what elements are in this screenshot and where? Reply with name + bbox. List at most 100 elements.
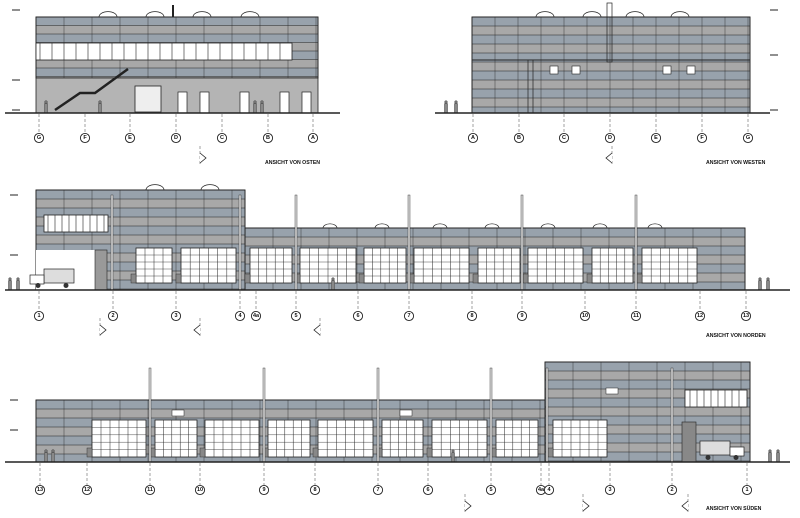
bollard: [426, 447, 433, 458]
grid-axis-label-6: 6: [356, 313, 359, 319]
grid-axis-bubble: [513, 132, 525, 144]
skylight-dome: [535, 11, 555, 18]
door: [177, 91, 188, 114]
downpipe: [407, 194, 411, 291]
person-head: [260, 100, 264, 104]
grid-axis-label-7: 7: [376, 487, 379, 493]
person-head: [98, 100, 102, 104]
person-body: [776, 452, 780, 463]
person-body: [260, 103, 264, 114]
grid-axis-bubble: [650, 132, 662, 144]
grid-axis-label-11: 11: [147, 487, 153, 493]
cladding-band: [36, 226, 245, 235]
person-body: [758, 280, 762, 291]
skylight-dome: [240, 11, 260, 18]
downpipe: [489, 367, 493, 463]
grid-axis-label-5: 5: [489, 487, 492, 493]
person-head: [766, 277, 770, 281]
garage-door: [381, 419, 424, 458]
grid-axis-bubble: [79, 132, 91, 144]
grid-axis-label-B: B: [266, 135, 270, 141]
skylight-dome: [432, 223, 448, 229]
cladding-band: [472, 107, 750, 113]
grid-axis-label-9: 9: [262, 487, 265, 493]
grid-axis-bubble: [34, 484, 46, 496]
grid-axis-label-A: A: [311, 135, 315, 141]
cladding-band: [545, 452, 750, 461]
grid-axis-label-3: 3: [608, 487, 611, 493]
downpipe: [376, 367, 380, 463]
grid-axis-label-4a: 4a: [253, 313, 260, 319]
grid-axis-label-E: E: [654, 135, 658, 141]
view-title: ANSICHT VON OSTEN: [265, 160, 320, 166]
grid-axis-bubble: [170, 310, 182, 322]
facade-wall: [471, 16, 751, 114]
cladding-band: [472, 53, 750, 62]
cladding-band: [36, 400, 546, 409]
grid-axis-label-D: D: [608, 135, 612, 141]
external-stair: [54, 67, 129, 112]
grid-axis-bubble: [543, 484, 555, 496]
grid-axis-bubble: [579, 310, 591, 322]
door: [301, 91, 312, 114]
cladding-band: [36, 34, 318, 43]
entrance-pier: [94, 249, 108, 291]
person-body: [444, 103, 448, 114]
grid-axis-label-C: C: [562, 135, 566, 141]
grid-axis-bubble: [33, 310, 45, 322]
grid-axis-bubble: [290, 310, 302, 322]
grid-axis-bubble: [372, 484, 384, 496]
grid-axis-bubble: [422, 484, 434, 496]
grid-axis-label-4: 4: [547, 487, 551, 493]
person-head: [44, 449, 48, 453]
grid-axis-label-C: C: [220, 135, 224, 141]
grid-axis-bubble: [234, 310, 246, 322]
grid-axis-bubble: [144, 484, 156, 496]
window-band: [684, 389, 748, 408]
grid-axis-label-12: 12: [697, 313, 703, 319]
person-body: [44, 452, 48, 463]
skylight-dome: [98, 11, 118, 18]
grid-axis-label-F: F: [700, 135, 704, 141]
downpipe: [670, 367, 674, 463]
downpipe: [262, 367, 266, 463]
grid-axis-bubble: [309, 484, 321, 496]
person-head: [51, 449, 55, 453]
cladding-band: [36, 190, 245, 199]
vent-grille: [399, 409, 413, 417]
truck-box: [699, 440, 731, 456]
grid-axis-bubble: [81, 484, 93, 496]
skylight-dome: [374, 223, 390, 229]
grid-axis-label-7: 7: [407, 313, 410, 319]
bollard: [199, 447, 206, 458]
grid-axis-bubble: [250, 310, 262, 322]
grid-axis-label-12: 12: [84, 487, 90, 493]
bollard: [586, 273, 593, 284]
section-marker-icon: [199, 152, 207, 164]
truck-wheel: [35, 283, 41, 288]
section-marker-icon: [99, 324, 107, 336]
grid-axis-bubble: [558, 132, 570, 144]
chimney: [172, 5, 174, 17]
grid-axis-label-G: G: [746, 135, 750, 141]
grid-axis-bubble: [741, 484, 753, 496]
grid-axis-bubble: [467, 132, 479, 144]
person-head: [451, 449, 455, 453]
grid-axis-bubble: [466, 310, 478, 322]
cladding-band: [545, 398, 750, 407]
section-marker-icon: [605, 152, 613, 164]
garage-door: [154, 419, 198, 458]
skylight-dome: [540, 223, 556, 229]
grid-axis-label-4: 4: [238, 313, 242, 319]
person-head: [444, 100, 448, 104]
grid-axis-bubble: [170, 132, 182, 144]
skylight-dome: [592, 223, 608, 229]
vent-grille: [662, 65, 672, 75]
cladding-band: [545, 380, 750, 389]
grid-axis-bubble: [194, 484, 206, 496]
grid-axis-label-8: 8: [470, 313, 473, 319]
vent-grille: [549, 65, 559, 75]
window-band: [35, 42, 293, 61]
grid-axis-label-11: 11: [633, 313, 639, 319]
